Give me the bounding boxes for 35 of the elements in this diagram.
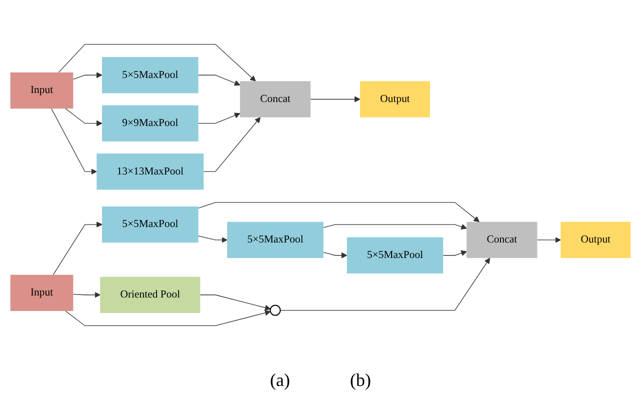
arrow bbox=[72, 72, 102, 80]
arrow bbox=[280, 258, 490, 311]
arrow bbox=[323, 252, 348, 258]
arrow bbox=[52, 222, 102, 276]
node-circle bbox=[270, 304, 281, 316]
node-box: Output bbox=[360, 81, 430, 118]
arrow bbox=[65, 108, 102, 126]
arrow bbox=[72, 292, 100, 298]
arrow bbox=[442, 250, 467, 256]
node-box: 13×13MaxPool bbox=[96, 154, 204, 190]
arrow bbox=[200, 294, 271, 311]
node-box: 5×5MaxPool bbox=[346, 237, 444, 274]
node-box: 9×9MaxPool bbox=[102, 105, 198, 142]
arrow bbox=[323, 224, 467, 230]
arrow bbox=[65, 310, 271, 326]
arrow bbox=[310, 96, 360, 102]
arrow bbox=[58, 44, 256, 82]
node-box: 5×5MaxPool bbox=[102, 57, 198, 94]
node-box: Input bbox=[10, 72, 74, 109]
node-box: Input bbox=[10, 274, 74, 311]
arrow bbox=[203, 117, 261, 172]
node-box: Output bbox=[560, 222, 631, 258]
arrow bbox=[198, 202, 480, 222]
arrow bbox=[198, 112, 240, 124]
node-box: Oriented Pool bbox=[100, 276, 200, 313]
arrow bbox=[536, 237, 561, 243]
node-box: Concat bbox=[240, 81, 311, 118]
arrow bbox=[198, 236, 228, 243]
node-box: Concat bbox=[466, 222, 538, 258]
node-box: 5×5MaxPool bbox=[227, 222, 324, 258]
panel-label: (a) bbox=[270, 370, 290, 391]
node-box: 5×5MaxPool bbox=[102, 206, 198, 243]
panel-label: (b) bbox=[350, 370, 371, 391]
arrow bbox=[198, 74, 240, 86]
arrow bbox=[51, 108, 97, 175]
